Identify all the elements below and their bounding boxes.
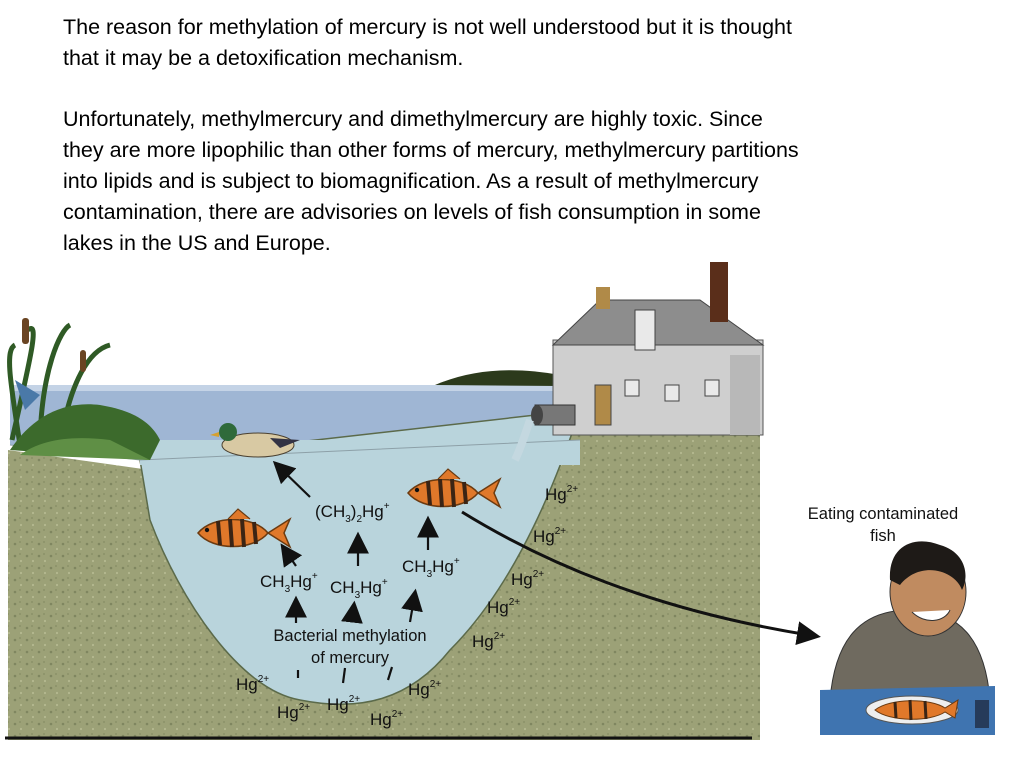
house-icon [551, 262, 765, 436]
biomagnification-arrow [461, 510, 821, 646]
eating-fish-label-line1: Eating contaminated [808, 505, 958, 523]
methylmercury-label-1: CH3Hg+ [260, 571, 318, 595]
svg-text:Hg2+: Hg2+ [408, 679, 441, 699]
hg-labels-sediment-right: Hg2+ Hg2+ Hg2+ Hg2+ Hg2+ [472, 484, 578, 651]
hg-labels-sediment-bottom: Hg2+ Hg2+ Hg2+ Hg2+ Hg2+ [236, 674, 441, 729]
p2-line2: they are more lipophilic than other form… [63, 138, 799, 162]
paragraph-toxicity: Unfortunately, methylmercury and dimethy… [63, 104, 963, 259]
p2-line4: contamination, there are advisories on l… [63, 200, 761, 224]
paragraph-methylation-reason: The reason for methylation of mercury is… [63, 12, 963, 74]
svg-text:Hg2+: Hg2+ [545, 484, 578, 504]
p1-line2: that it may be a detoxification mechanis… [63, 46, 464, 70]
reeds-icon [7, 318, 160, 460]
svg-text:Hg2+: Hg2+ [370, 709, 403, 729]
methylation-arrows [272, 460, 439, 684]
methylmercury-label-3: CH3Hg+ [402, 556, 460, 580]
svg-text:Hg2+: Hg2+ [277, 702, 310, 722]
far-shore-trees [435, 370, 560, 386]
svg-text:Hg2+: Hg2+ [236, 674, 269, 694]
svg-text:Hg2+: Hg2+ [472, 631, 505, 651]
svg-text:Hg2+: Hg2+ [327, 694, 360, 714]
bacterial-methylation-label-line1: Bacterial methylation [273, 627, 426, 645]
person-eating-icon [820, 541, 995, 735]
duck-icon [210, 423, 300, 458]
discharge-pipe-icon [511, 404, 576, 462]
lake-water [139, 409, 582, 706]
dimethylmercury-label: (CH3)2Hg+ [315, 501, 390, 525]
bacterial-methylation-label-line2: of mercury [311, 649, 390, 667]
svg-text:Hg2+: Hg2+ [511, 569, 544, 589]
p2-line3: into lipids and is subject to biomagnifi… [63, 169, 759, 193]
methylmercury-label-2: CH3Hg+ [330, 577, 388, 601]
p2-line1: Unfortunately, methylmercury and dimethy… [63, 107, 763, 131]
p1-line1: The reason for methylation of mercury is… [63, 15, 792, 39]
p2-line5: lakes in the US and Europe. [63, 231, 331, 255]
eating-fish-label-line2: fish [870, 527, 896, 545]
water-surface [140, 440, 580, 465]
svg-text:Hg2+: Hg2+ [533, 526, 566, 546]
svg-text:Hg2+: Hg2+ [487, 597, 520, 617]
